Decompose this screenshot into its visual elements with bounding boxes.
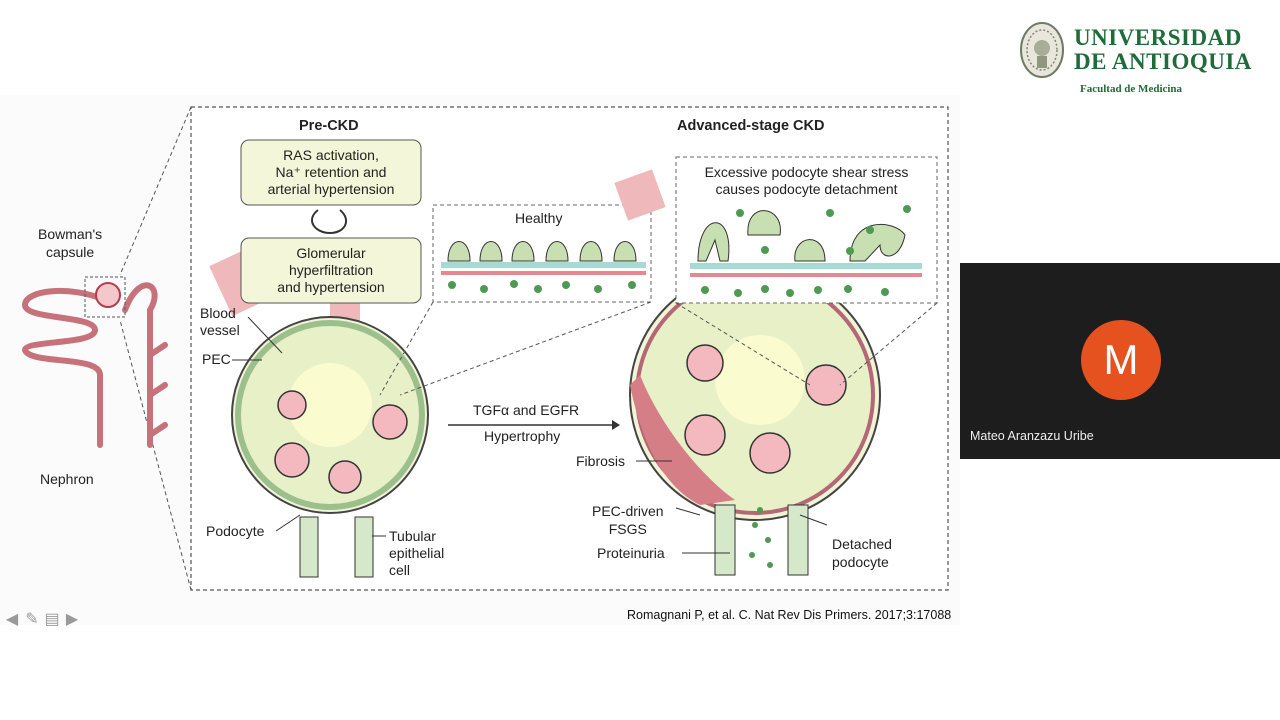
healthy-label: Healthy <box>515 210 563 226</box>
detached-podocyte-label: Detached podocyte <box>832 536 892 570</box>
participant-video-tile[interactable]: M Mateo Aranzazu Uribe <box>960 263 1280 459</box>
ras-activation-box: RAS activation, Na⁺ retention and arteri… <box>267 147 395 197</box>
ckd-figure: Bowman's capsule Nephron Pre-CKD RAS act… <box>0 95 960 625</box>
nephron-label: Nephron <box>40 471 94 487</box>
pre-ckd-heading: Pre-CKD <box>299 118 359 134</box>
university-logo: UNIVERSIDAD DE ANTIOQUIA Facultad de Med… <box>1018 20 1268 100</box>
tgf-egfr-label: TGFα and EGFR <box>473 402 580 418</box>
podocyte-stress-label: Excessive podocyte shear stress causes p… <box>704 164 909 197</box>
fibrosis-label: Fibrosis <box>576 453 626 469</box>
pec-driven-fsgs-label: PEC-driven FSGS <box>592 503 664 537</box>
ckd-illustration <box>21 106 949 591</box>
podocyte-label: Podocyte <box>206 523 265 539</box>
participant-avatar: M <box>1081 320 1161 400</box>
tubular-epithelial-label: Tubular epithelial cell <box>389 528 445 578</box>
prev-arrow-icon[interactable]: ◀ <box>5 611 19 628</box>
proteinuria-label: Proteinuria <box>597 545 665 561</box>
advanced-ckd-heading: Advanced-stage CKD <box>677 118 825 134</box>
menu-icon[interactable]: ▤ <box>44 611 60 628</box>
hypertrophy-label: Hypertrophy <box>484 428 561 444</box>
university-seal-icon <box>1020 22 1064 78</box>
participant-name: Mateo Aranzazu Uribe <box>970 429 1094 443</box>
pen-icon[interactable]: ✎ <box>25 611 39 628</box>
pec-label: PEC <box>202 351 231 367</box>
bowmans-capsule-label: Bowman's capsule <box>38 226 103 260</box>
blood-vessel-label: Blood vessel <box>200 305 240 338</box>
next-arrow-icon[interactable]: ▶ <box>65 611 79 628</box>
slide-nav-toolbar: ◀ ✎ ▤ ▶ <box>2 609 88 629</box>
citation: Romagnani P, et al. C. Nat Rev Dis Prime… <box>627 608 952 622</box>
faculty-name: Facultad de Medicina <box>1080 83 1183 95</box>
university-name: UNIVERSIDAD DE ANTIOQUIA <box>1074 25 1252 74</box>
hyperfiltration-box: Glomerular hyperfiltration and hypertens… <box>277 245 385 295</box>
